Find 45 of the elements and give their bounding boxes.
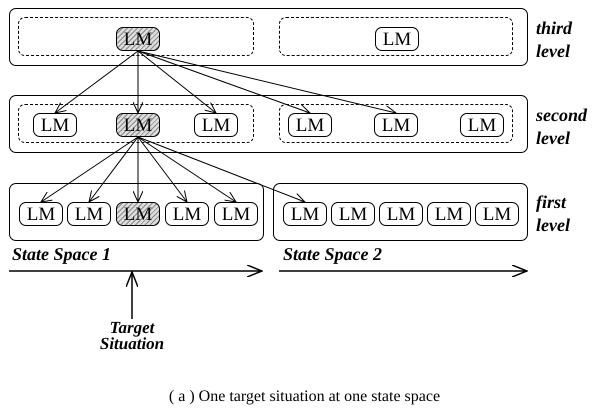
lm-node: LM <box>165 202 209 226</box>
lm-node: LM <box>67 202 111 226</box>
state-space-label: State Space 2 <box>283 243 382 266</box>
arrow <box>125 271 139 319</box>
hatched-lm-node: LM <box>116 113 160 137</box>
lm-node: LM <box>460 113 504 137</box>
lm-node: LM <box>194 113 238 137</box>
lm-node: LM <box>19 202 63 226</box>
target-label: Target Situation <box>82 320 182 360</box>
level-panel <box>9 183 264 241</box>
level-panel <box>9 8 528 66</box>
arrow <box>138 50 216 114</box>
arrow <box>138 136 306 204</box>
arrow <box>88 136 138 202</box>
hatched-lm-node: LM <box>116 27 160 51</box>
lm-node: LM <box>33 113 77 137</box>
arrow <box>138 136 188 202</box>
lm-node: LM <box>379 202 423 226</box>
arrow <box>54 50 138 114</box>
lm-node: LM <box>374 113 418 137</box>
lm-node: LM <box>288 113 332 137</box>
dashed-group-box <box>18 17 254 56</box>
lm-node: LM <box>283 202 327 226</box>
state-space-label: State Space 1 <box>12 243 111 266</box>
arrow <box>132 136 144 202</box>
arrow <box>138 50 310 114</box>
level-label: first level <box>536 191 571 238</box>
level-panel <box>273 183 528 241</box>
dashed-group-box <box>18 104 254 143</box>
arrow <box>40 136 138 202</box>
level-label: second level <box>536 104 588 150</box>
hatched-lm-node: LM <box>116 202 160 226</box>
lm-node: LM <box>214 202 258 226</box>
arrow <box>138 136 236 202</box>
level-label: third level <box>536 17 574 64</box>
dashed-group-box <box>279 104 513 143</box>
lm-node: LM <box>375 27 419 51</box>
lm-node: LM <box>331 202 375 226</box>
lm-node: LM <box>475 202 519 226</box>
dashed-group-box <box>279 17 513 56</box>
arrow <box>138 50 396 116</box>
lm-node: LM <box>427 202 471 226</box>
level-panel <box>9 95 528 153</box>
arrow <box>132 50 144 114</box>
caption: ( a ) One target situation at one state space <box>168 388 442 406</box>
